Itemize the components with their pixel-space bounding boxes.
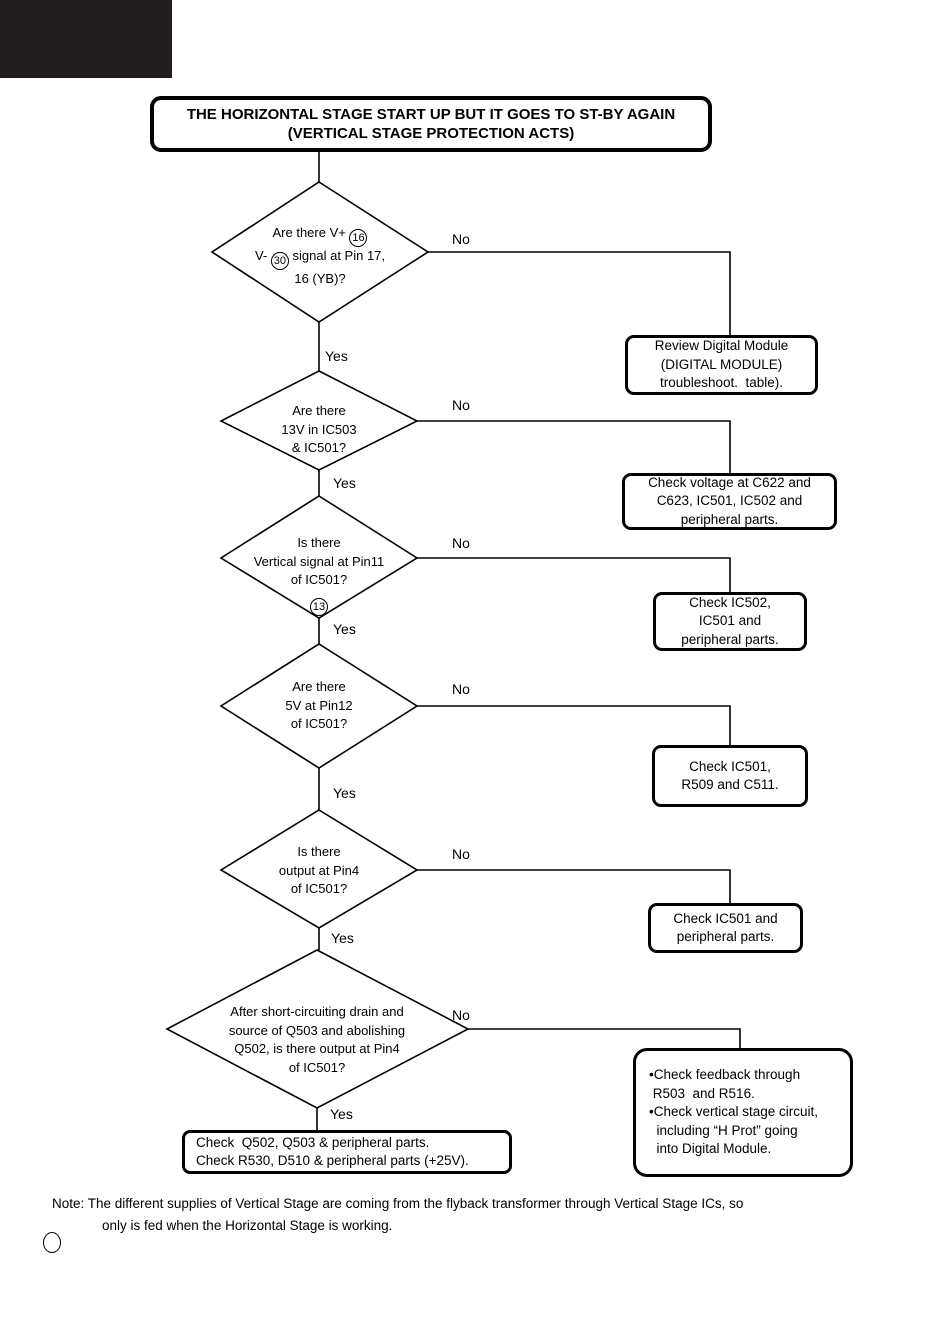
note-line-1: Note: The different supplies of Vertical… bbox=[52, 1196, 744, 1211]
decision-q4-text: Are there 5V at Pin12 of IC501? bbox=[189, 678, 449, 734]
edge-label-yes-5: Yes bbox=[331, 930, 354, 946]
action-b3-line2: IC501 and bbox=[698, 613, 762, 629]
action-b5-line1: Check IC501 and bbox=[673, 910, 778, 926]
connector-q6-no bbox=[468, 1028, 741, 1049]
decision-q1-text: Are there V+ 16 V- 30 signal at Pin 17, … bbox=[190, 224, 450, 289]
action-b1-line1: Review Digital Module bbox=[654, 338, 789, 354]
circled-16: 16 bbox=[349, 229, 368, 247]
decision-q6-text: After short-circuiting drain and source … bbox=[157, 1003, 477, 1077]
title-box: THE HORIZONTAL STAGE START UP BUT IT GOE… bbox=[150, 96, 712, 152]
edge-label-no-3: No bbox=[452, 535, 470, 551]
action-box-check-ic502: Check IC502, IC501 and peripheral parts. bbox=[653, 592, 807, 651]
decision-q1-line2: V- 30 signal at Pin 17, bbox=[190, 247, 450, 270]
action-box-check-feedback: •Check feedback through R503 and R516. •… bbox=[633, 1048, 853, 1177]
circled-13: 13 bbox=[310, 597, 328, 616]
edge-label-yes-3: Yes bbox=[333, 621, 356, 637]
decision-q2-line1: Are there bbox=[292, 403, 346, 418]
action-b6-line1: •Check feedback through bbox=[649, 1067, 801, 1083]
action-b2-line2: C623, IC501, IC502 and bbox=[656, 493, 803, 509]
decision-q1-line3: 16 (YB)? bbox=[294, 271, 346, 286]
connector-q5-no bbox=[417, 869, 731, 904]
action-b2-line1: Check voltage at C622 and bbox=[648, 474, 811, 490]
action-b1-line3: troubleshoot. table). bbox=[659, 375, 784, 391]
decision-q3-circle-line: 13 bbox=[189, 593, 449, 616]
action-b7-line1: Check Q502, Q503 & peripheral parts. bbox=[196, 1134, 430, 1150]
edge-label-no-1: No bbox=[452, 231, 470, 247]
circled-30: 30 bbox=[270, 252, 289, 270]
action-b4-line1: Check IC501, bbox=[689, 758, 771, 774]
action-b6-line3: •Check vertical stage circuit, bbox=[649, 1104, 819, 1120]
decision-q4-line2: 5V at Pin12 bbox=[285, 697, 353, 713]
decision-q6-line1: After short-circuiting drain and bbox=[230, 1004, 404, 1019]
decision-q1-line2-pre: V- bbox=[254, 248, 268, 263]
action-box-check-voltage: Check voltage at C622 and C623, IC501, I… bbox=[622, 473, 837, 530]
decision-q6-line4: of IC501? bbox=[288, 1059, 346, 1075]
decision-q6-line2: source of Q503 and abolishing bbox=[228, 1022, 406, 1038]
action-b6-line2: R503 and R516. bbox=[649, 1085, 755, 1101]
edge-label-yes-4: Yes bbox=[333, 785, 356, 801]
action-box-check-q502-q503: Check Q502, Q503 & peripheral parts. Che… bbox=[182, 1130, 512, 1174]
edge-label-no-2: No bbox=[452, 397, 470, 413]
decision-q3-line1: Is there bbox=[297, 535, 341, 550]
connector-q1-no bbox=[428, 251, 731, 336]
decision-q4-line3: of IC501? bbox=[290, 716, 348, 731]
decision-q5-line2: output at Pin4 bbox=[278, 862, 360, 878]
decision-q2-line2: 13V in IC503 bbox=[281, 421, 357, 437]
decision-q2-line3: & IC501? bbox=[291, 440, 347, 455]
action-b7-line2: Check R530, D510 & peripheral parts (+25… bbox=[196, 1153, 469, 1168]
title-line-2: (VERTICAL STAGE PROTECTION ACTS) bbox=[287, 125, 575, 142]
edge-label-yes-1: Yes bbox=[325, 348, 348, 364]
action-b6-line4: including “H Prot” going bbox=[649, 1122, 798, 1138]
action-b3-line1: Check IC502, bbox=[689, 594, 771, 610]
decision-q5-text: Is there output at Pin4 of IC501? bbox=[189, 843, 449, 899]
decision-q2-text: Are there 13V in IC503 & IC501? bbox=[189, 402, 449, 458]
decision-q1-line1: Are there V+ 16 bbox=[190, 224, 450, 247]
edge-label-no-6: No bbox=[452, 1007, 470, 1023]
note-line-2: only is fed when the Horizontal Stage is… bbox=[102, 1218, 393, 1233]
connector-q4-no bbox=[417, 705, 731, 746]
action-b1-line2: (DIGITAL MODULE) bbox=[660, 356, 783, 372]
decision-q4-line1: Are there bbox=[292, 679, 346, 694]
action-box-check-ic501-r509: Check IC501, R509 and C511. bbox=[652, 745, 808, 807]
note-text: Note: The different supplies of Vertical… bbox=[52, 1193, 912, 1237]
action-b6-line5: into Digital Module. bbox=[649, 1141, 772, 1157]
decision-q6-line3: Q502, is there output at Pin4 bbox=[234, 1041, 400, 1056]
edge-label-no-5: No bbox=[452, 846, 470, 862]
edge-label-yes-2: Yes bbox=[333, 475, 356, 491]
decision-q1-line1-text: Are there V+ bbox=[272, 225, 346, 240]
decision-q1-line2-post: signal at Pin 17, bbox=[292, 248, 386, 263]
action-b3-line3: peripheral parts. bbox=[681, 631, 779, 647]
title-line-1: THE HORIZONTAL STAGE START UP BUT IT GOE… bbox=[186, 106, 676, 123]
connector-q2-no bbox=[417, 420, 731, 474]
edge-label-no-4: No bbox=[452, 681, 470, 697]
decision-q3-line2: Vertical signal at Pin11 bbox=[253, 553, 385, 569]
edge-label-yes-6: Yes bbox=[330, 1106, 353, 1122]
action-box-review-digital-module: Review Digital Module (DIGITAL MODULE) t… bbox=[625, 335, 818, 395]
circle-mark bbox=[43, 1232, 61, 1253]
action-b5-line2: peripheral parts. bbox=[676, 929, 775, 944]
decision-q5-line1: Is there bbox=[297, 844, 341, 859]
decision-q3-text: Is there Vertical signal at Pin11 of IC5… bbox=[189, 534, 449, 616]
action-b4-line2: R509 and C511. bbox=[681, 777, 779, 792]
connector-q3-no bbox=[417, 557, 731, 593]
action-b2-line3: peripheral parts. bbox=[680, 511, 779, 527]
decision-q5-line3: of IC501? bbox=[290, 881, 348, 896]
corner-block bbox=[0, 0, 172, 78]
action-box-check-ic501: Check IC501 and peripheral parts. bbox=[648, 903, 803, 953]
decision-q3-line3: of IC501? bbox=[290, 572, 348, 587]
